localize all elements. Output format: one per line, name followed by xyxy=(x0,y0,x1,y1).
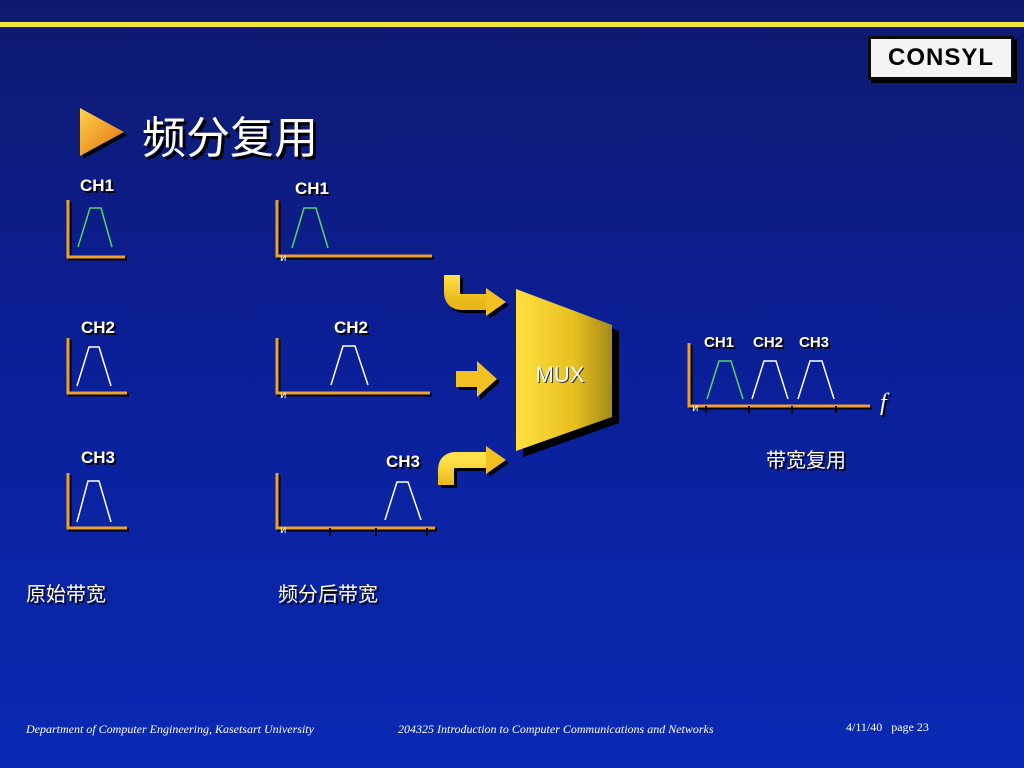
top-rule xyxy=(0,22,1024,27)
curved-arrow-top xyxy=(444,275,509,319)
ch3-pulse xyxy=(76,480,112,523)
mux-ch3-pulse xyxy=(797,360,835,400)
original-ch3-label: CH3 xyxy=(81,448,116,467)
curved-arrow-bottom xyxy=(438,446,509,488)
mux-block xyxy=(516,289,619,457)
ch2-pulse xyxy=(76,346,112,387)
slide-title: 频分复用 xyxy=(78,104,318,164)
shifted-ch1-pulse xyxy=(291,207,329,249)
original-ch1-label: CH1 xyxy=(80,176,115,195)
ch1-pulse xyxy=(77,207,113,248)
svg-text:и: и xyxy=(692,403,699,414)
shifted-ch3-plot: и xyxy=(275,473,437,536)
footer-date: 4/11/40 xyxy=(846,720,883,734)
shifted-ch2-pulse xyxy=(330,345,369,386)
shifted-ch3-pulse xyxy=(384,481,422,521)
shifted-ch1-label: CH1 xyxy=(295,179,330,198)
svg-text:и: и xyxy=(280,390,287,401)
consyl-logo: CONSYL xyxy=(868,36,1014,80)
mux-ch3-label: CH3 xyxy=(799,334,830,351)
logo-text: CONSYL xyxy=(887,44,994,71)
shifted-ch2-plot: и xyxy=(275,338,432,401)
mux-ch1-label: CH1 xyxy=(704,334,735,351)
shifted-caption: 频分后带宽 xyxy=(278,582,378,606)
original-caption: 原始带宽 xyxy=(26,582,106,606)
mux-ch2-label: CH2 xyxy=(753,334,784,351)
original-ch1-plot xyxy=(66,200,127,261)
footer-course: 204325 Introduction to Computer Communic… xyxy=(398,722,714,736)
original-ch2-plot xyxy=(66,338,129,397)
straight-arrow-middle xyxy=(456,361,500,400)
original-ch2-label: CH2 xyxy=(81,318,116,337)
mux-label: MUX xyxy=(535,362,585,387)
mux-ch2-pulse xyxy=(751,360,789,400)
mux-ch1-pulse xyxy=(706,360,744,400)
footer-date-page: 4/11/40 page 23 xyxy=(846,720,929,735)
frequency-axis-symbol: f xyxy=(880,390,887,416)
shifted-ch1-plot: и xyxy=(275,200,434,264)
title-text: 频分复用 xyxy=(142,113,318,164)
shifted-ch3-label: CH3 xyxy=(386,452,421,471)
original-ch3-plot xyxy=(66,473,129,532)
svg-text:и: и xyxy=(280,525,287,536)
multiplexed-caption: 带宽复用 xyxy=(766,448,846,472)
multiplexed-plot: и xyxy=(687,343,872,414)
title-arrow-icon xyxy=(80,108,127,159)
shifted-ch2-label: CH2 xyxy=(334,318,369,337)
footer-department: Department of Computer Engineering, Kase… xyxy=(26,722,314,736)
footer-page: page 23 xyxy=(891,720,929,734)
svg-text:и: и xyxy=(280,253,287,264)
